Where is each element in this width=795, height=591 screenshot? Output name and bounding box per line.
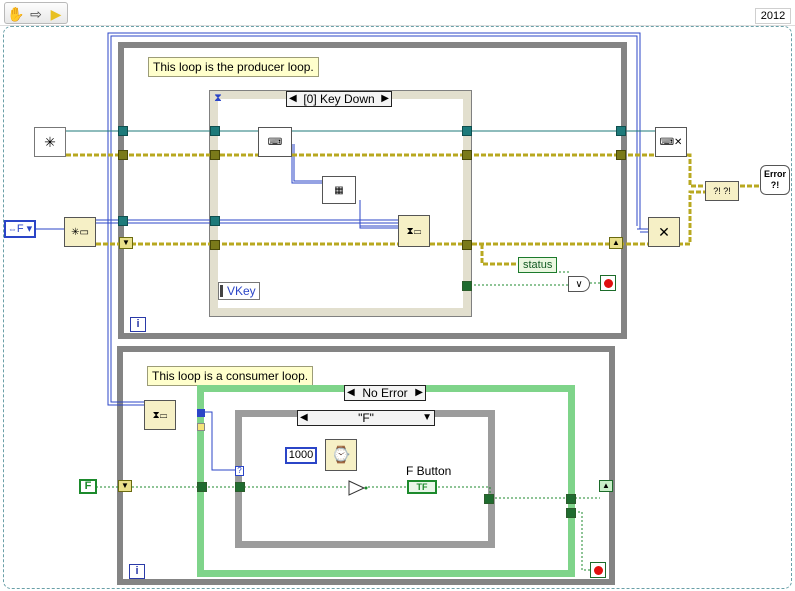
acquire-input-icon[interactable]: ⌨ (258, 127, 292, 157)
producer-stop-icon[interactable] (600, 275, 616, 291)
tool-palette: ✋ ⇨ ▶ (4, 2, 68, 24)
diagram-toolbar: ✋ ⇨ ▶ 2012 (0, 0, 795, 26)
bool-inner-tunnel (235, 482, 245, 492)
event-teal-out (462, 126, 472, 136)
release-queue-icon[interactable]: ✕ (648, 217, 680, 247)
dequeue-element-icon[interactable]: ⧗▭ (144, 400, 176, 430)
producer-loop-note[interactable]: This loop is the producer loop. (148, 57, 319, 77)
obtain-queue-icon[interactable]: ✳▭ (64, 217, 96, 247)
f-button-label: F Button (406, 464, 452, 478)
case-prev-icon[interactable]: ◀ (289, 93, 297, 104)
error-tunnel-right (616, 150, 626, 160)
not-gate-icon[interactable] (348, 480, 368, 496)
vkey-node[interactable]: VKey (218, 282, 260, 300)
consumer-iteration-terminal: i (129, 564, 145, 579)
error-case-tunnel (197, 423, 205, 431)
bool-stop-tunnel (566, 508, 576, 518)
version-label: 2012 (755, 8, 791, 24)
event-queue-tunnel (210, 216, 220, 226)
queue-case-tunnel (197, 409, 205, 417)
tf-icon: TF (416, 482, 428, 492)
shift-register-left[interactable]: ▼ (119, 237, 133, 249)
event-case-selector[interactable]: ◀ [0] Key Down ▶ (286, 91, 392, 107)
string-case-selector[interactable]: ◀ "F" ▼ (297, 410, 435, 426)
hand-icon[interactable]: ✋ (7, 5, 25, 22)
or-gate-icon[interactable]: ∨ (568, 276, 590, 292)
shift-register-right[interactable]: ▲ (609, 237, 623, 249)
error-tunnel-left (118, 150, 128, 160)
diagram-frame (3, 26, 792, 589)
consumer-shift-left[interactable]: ▼ (118, 480, 132, 492)
consumer-loop-note[interactable]: This loop is a consumer loop. (147, 366, 314, 386)
case-selector-terminal: ? (235, 466, 244, 476)
producer-iteration-terminal: i (130, 317, 146, 332)
event-case-label: [0] Key Down (303, 92, 375, 106)
error-case-selector[interactable]: ◀ No Error ▶ (344, 385, 426, 401)
teal-tunnel-right (616, 126, 626, 136)
hourglass-icon: ⧗ (214, 92, 222, 104)
case-prev-icon[interactable]: ◀ (300, 412, 308, 423)
status-unbundle[interactable]: status (518, 257, 558, 273)
case-next-icon[interactable]: ▼ (422, 412, 432, 423)
error-case-label: No Error (362, 386, 408, 400)
false-constant[interactable]: F (79, 479, 97, 494)
merge-errors-icon[interactable]: ?! ?! (705, 181, 739, 201)
event-error-tunnel (210, 150, 220, 160)
event-teal-tunnel (210, 126, 220, 136)
wait-ms-constant[interactable]: 1000 (285, 447, 317, 464)
event-bool-out (462, 281, 472, 291)
vkey-label: VKey (227, 284, 256, 298)
queue-tunnel-left (118, 216, 128, 226)
enum-arrows-icon: ⇔ (7, 224, 17, 234)
bool-out-tunnel-2 (566, 494, 576, 504)
create-user-event-icon[interactable]: ✳ (34, 127, 66, 157)
index-array-icon[interactable]: ▦ (322, 176, 356, 204)
consumer-stop-icon[interactable] (590, 562, 606, 578)
bool-case-tunnel (197, 482, 207, 492)
bool-out-tunnel (484, 494, 494, 504)
string-case-structure[interactable]: ◀ "F" ▼ (235, 410, 495, 548)
event-error-out-2 (462, 240, 472, 250)
event-error-tunnel-2 (210, 240, 220, 250)
destroy-user-event-icon[interactable]: ⌨✕ (655, 127, 687, 157)
teal-tunnel-left (118, 126, 128, 136)
node-bar (220, 285, 223, 297)
wait-ms-icon[interactable]: ⌚ (325, 439, 357, 471)
case-next-icon[interactable]: ▶ (381, 93, 389, 104)
key-enum-constant[interactable]: ⇔F ▾ (4, 220, 36, 238)
f-button-indicator[interactable]: TF (407, 480, 437, 494)
consumer-shift-right[interactable]: ▲ (599, 480, 613, 492)
simple-error-handler-icon[interactable]: Error ?! (760, 165, 790, 195)
arrow-right-icon[interactable]: ⇨ (30, 5, 42, 22)
case-prev-icon[interactable]: ◀ (347, 387, 355, 398)
run-arrow-icon[interactable]: ▶ (50, 5, 62, 22)
case-next-icon[interactable]: ▶ (415, 387, 423, 398)
event-error-out (462, 150, 472, 160)
enqueue-element-icon[interactable]: ⧗▭ (398, 215, 430, 247)
string-case-label: "F" (358, 411, 374, 425)
enum-value: F (16, 223, 24, 235)
